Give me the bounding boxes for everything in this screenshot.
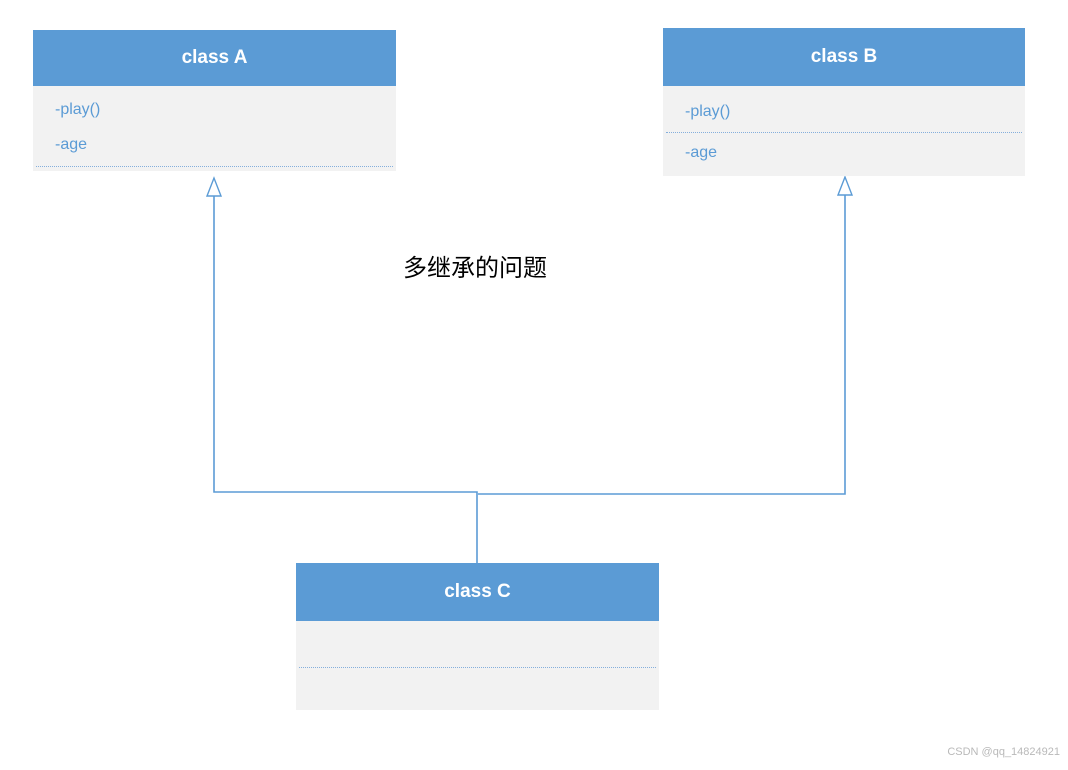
class-a-divider <box>36 166 393 167</box>
inheritance-arrow-a-icon <box>205 176 223 197</box>
class-b-divider <box>666 132 1022 133</box>
class-a-title: class A <box>33 30 396 86</box>
class-b-member-play: -play() <box>685 103 731 120</box>
class-c-divider <box>299 667 656 668</box>
class-a-body: -play() -age <box>33 86 396 171</box>
class-box-c: class C <box>296 563 659 710</box>
class-c-title: class C <box>296 563 659 621</box>
class-c-body <box>296 621 659 710</box>
class-box-b: class B -play() -age <box>663 28 1025 176</box>
diagram-annotation: 多继承的问题 <box>403 256 547 282</box>
inheritance-arrow-b-icon <box>836 175 854 196</box>
connector-c-to-b <box>478 195 846 495</box>
class-b-member-age: -age <box>685 144 718 161</box>
class-a-member-play: -play() <box>55 100 101 118</box>
class-b-title: class B <box>663 28 1025 86</box>
class-b-body: -play() -age <box>663 86 1025 176</box>
watermark: CSDN @qq_14824921 <box>947 746 1060 758</box>
class-box-a: class A -play() -age <box>33 30 396 171</box>
class-a-member-age: -age <box>55 135 88 153</box>
